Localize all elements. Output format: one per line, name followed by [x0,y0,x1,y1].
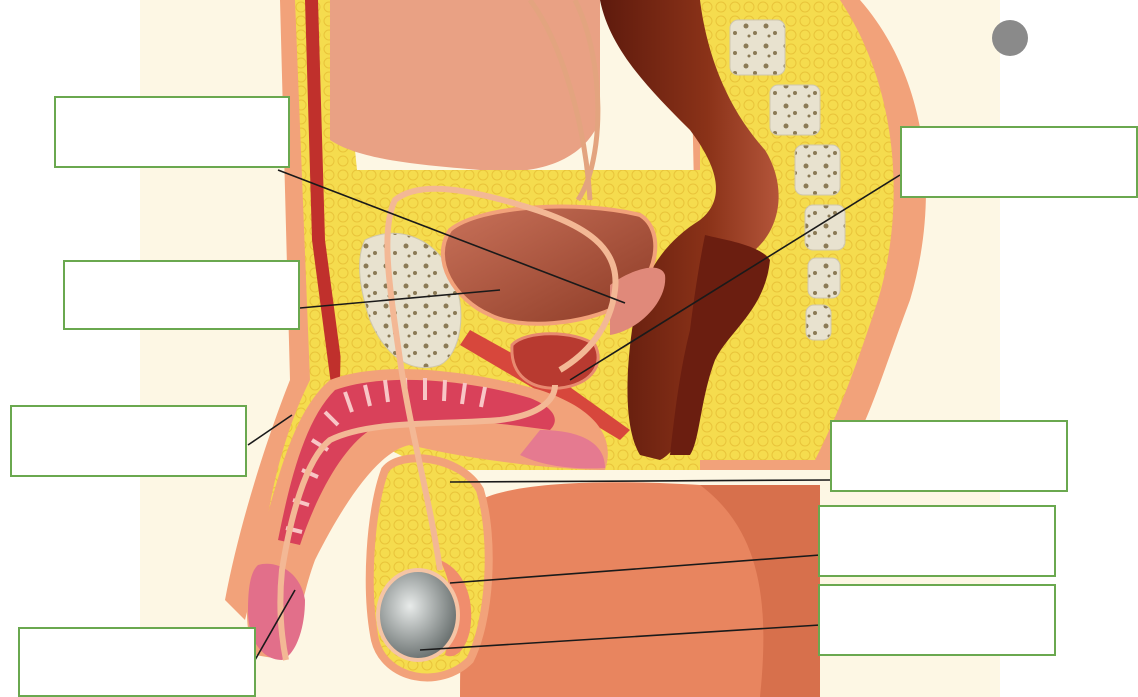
label-box-testis[interactable] [818,584,1056,656]
label-box-epididymis[interactable] [818,505,1056,577]
label-box-penis[interactable] [10,405,247,477]
label-box-bladder[interactable] [63,260,300,330]
corner-mark [992,20,1028,56]
label-box-vas-deferens[interactable] [830,420,1068,492]
intestines [330,0,600,172]
prostate [512,334,598,388]
testis [378,570,458,660]
label-box-prostate[interactable] [900,126,1138,198]
label-box-seminal-vesicle[interactable] [54,96,290,168]
label-box-urethra[interactable] [18,627,256,697]
